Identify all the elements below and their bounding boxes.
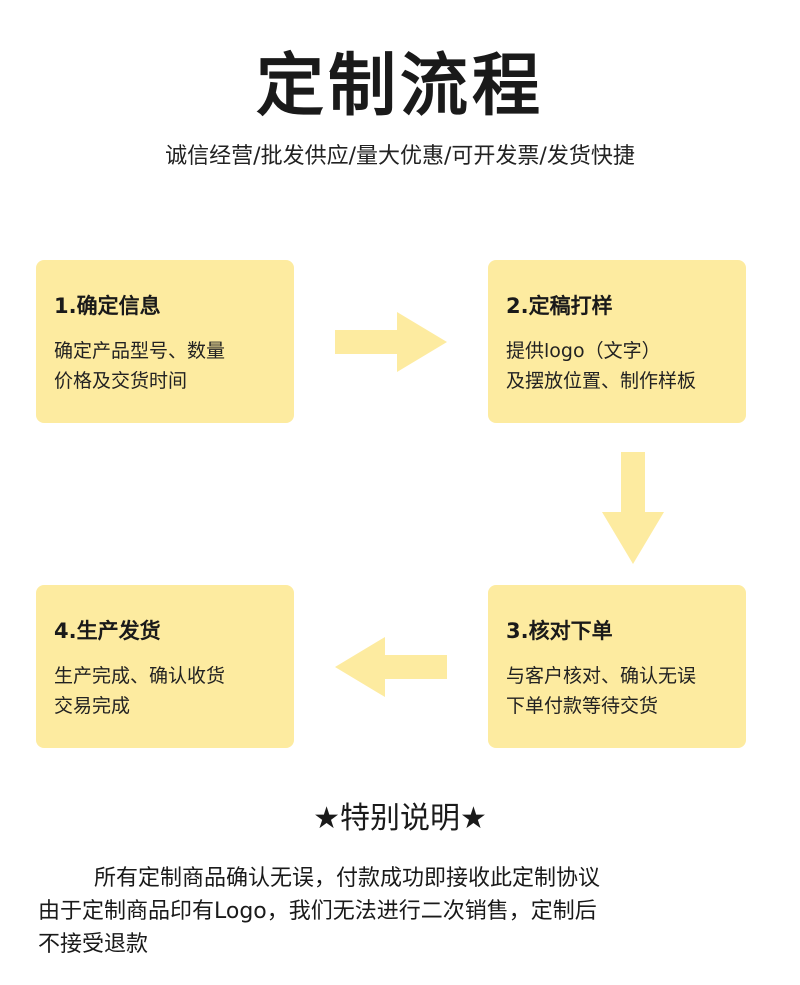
step-card-4: 4.生产发货 生产完成、确认收货 交易完成 bbox=[36, 585, 294, 748]
step-card-3: 3.核对下单 与客户核对、确认无误 下单付款等待交货 bbox=[488, 585, 746, 748]
step-card-2: 2.定稿打样 提供logo（文字） 及摆放位置、制作样板 bbox=[488, 260, 746, 423]
step-desc-line: 及摆放位置、制作样板 bbox=[506, 370, 697, 392]
page-title: 定制流程 bbox=[255, 47, 544, 126]
arrow-left-icon bbox=[335, 637, 447, 697]
note-line: 由于定制商品印有Logo，我们无法进行二次销售，定制后 bbox=[38, 899, 597, 924]
special-note-heading: ★特别说明★ bbox=[313, 801, 487, 836]
arrow-right-icon bbox=[335, 312, 447, 372]
step-desc-line: 提供logo（文字） bbox=[506, 340, 661, 362]
step-desc-line: 确定产品型号、数量 bbox=[54, 340, 226, 362]
step-desc-line: 生产完成、确认收货 bbox=[54, 665, 226, 687]
step-card-1: 1.确定信息 确定产品型号、数量 价格及交货时间 bbox=[36, 260, 294, 423]
step-desc-line: 价格及交货时间 bbox=[54, 370, 188, 392]
arrow-down-icon bbox=[602, 452, 664, 564]
note-line: 不接受退款 bbox=[38, 932, 149, 957]
step-title: 1.确定信息 bbox=[54, 294, 161, 318]
page-subtitle: 诚信经营/批发供应/量大优惠/可开发票/发货快捷 bbox=[165, 144, 635, 169]
step-desc-line: 交易完成 bbox=[54, 695, 131, 717]
step-description: 生产完成、确认收货 交易完成 bbox=[54, 661, 276, 721]
step-desc-line: 下单付款等待交货 bbox=[506, 695, 659, 717]
step-title: 4.生产发货 bbox=[54, 619, 161, 643]
step-desc-line: 与客户核对、确认无误 bbox=[506, 665, 697, 687]
step-description: 确定产品型号、数量 价格及交货时间 bbox=[54, 336, 276, 396]
step-title: 2.定稿打样 bbox=[506, 294, 613, 318]
special-note-body: 所有定制商品确认无误，付款成功即接收此定制协议 由于定制商品印有Logo，我们无… bbox=[38, 862, 768, 961]
step-description: 提供logo（文字） 及摆放位置、制作样板 bbox=[506, 336, 728, 396]
step-description: 与客户核对、确认无误 下单付款等待交货 bbox=[506, 661, 728, 721]
note-line: 所有定制商品确认无误，付款成功即接收此定制协议 bbox=[94, 866, 601, 891]
step-title: 3.核对下单 bbox=[506, 619, 613, 643]
